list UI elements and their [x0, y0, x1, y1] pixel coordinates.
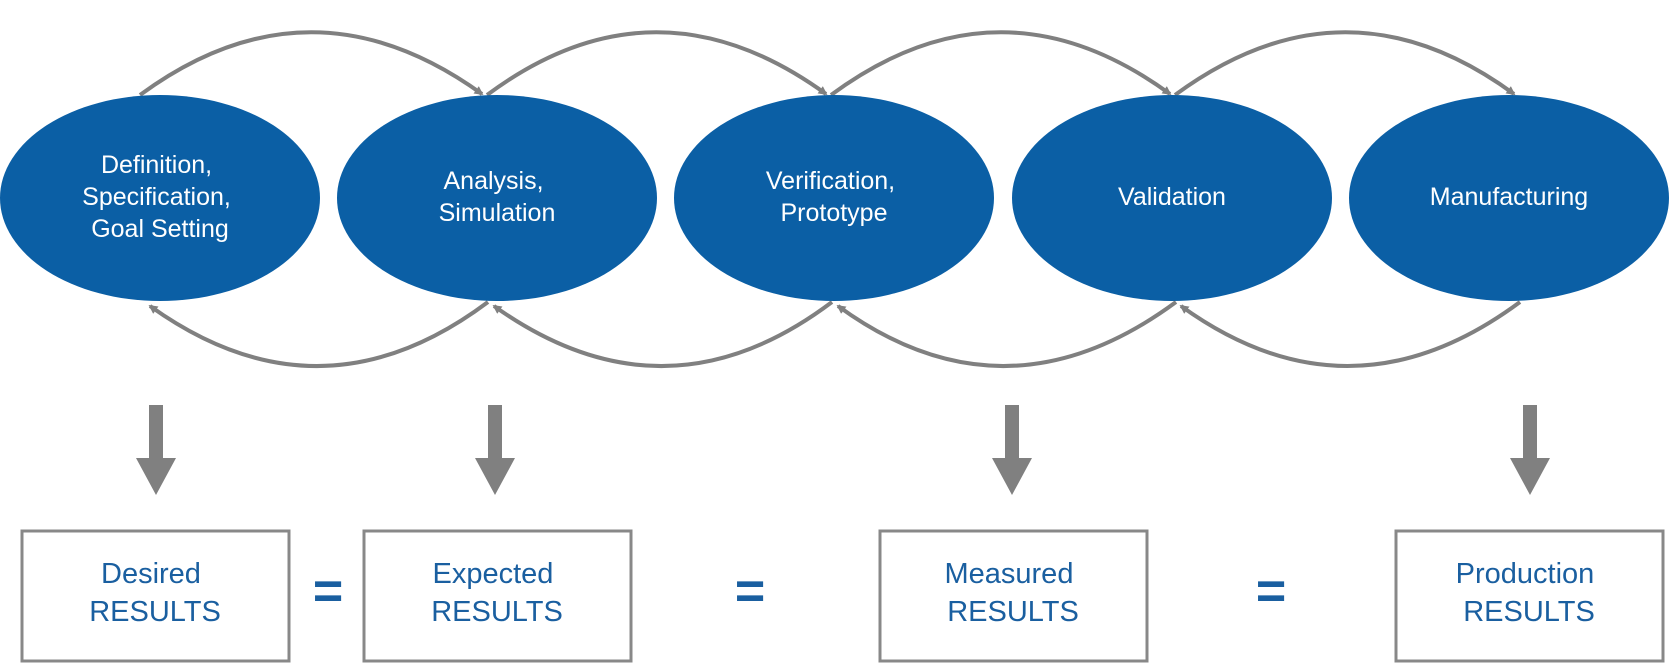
stage-4: Validation [1012, 95, 1332, 301]
down-arrows [136, 405, 1550, 495]
result-box-measured [878, 529, 1149, 663]
result-expected: Expected RESULTS [362, 529, 633, 663]
backward-arcs [148, 300, 1522, 368]
stage-3: Verification, Prototype [674, 95, 994, 301]
stage-2-line-2: Simulation [439, 199, 556, 227]
result-desired-line-1: Desired [101, 558, 201, 590]
equals-sign-1: = [313, 563, 343, 621]
backward-arc-4-3 [836, 300, 1178, 368]
result-measured: Measured RESULTS [878, 529, 1149, 663]
result-measured-line-2: RESULTS [947, 596, 1079, 628]
stage-2: Analysis, Simulation [337, 95, 657, 301]
stage-5-ellipse [1349, 95, 1669, 301]
forward-arc-4-5 [1173, 30, 1516, 97]
result-production-line-1: Production [1456, 558, 1595, 590]
stage-4-line-1: Validation [1118, 183, 1226, 211]
forward-arc-1-2 [138, 30, 484, 97]
result-label-expected: Expected RESULTS [431, 558, 563, 628]
result-measured-line-1: Measured [944, 558, 1073, 590]
stage-5-line-1: Manufacturing [1430, 183, 1588, 211]
stage-1: Definition, Specification, Goal Setting [0, 95, 320, 301]
stage-1-ellipse [0, 95, 320, 301]
stage-3-label: Verification, Prototype [766, 167, 902, 227]
result-box-production [1394, 529, 1665, 663]
equals-sign-2: = [735, 563, 765, 621]
stage-2-label: Analysis, Simulation [439, 167, 556, 227]
result-label-measured: Measured RESULTS [944, 558, 1081, 628]
stage-2-ellipse [337, 95, 657, 301]
down-arrow-2 [475, 405, 515, 495]
result-desired: Desired RESULTS [20, 529, 291, 663]
stage-3-line-2: Prototype [780, 199, 887, 227]
result-box-desired [20, 529, 291, 663]
down-arrow-1 [136, 405, 176, 495]
forward-arcs [138, 30, 1516, 97]
result-label-production: Production RESULTS [1456, 558, 1603, 628]
stage-3-line-1: Verification, [766, 167, 895, 195]
stage-1-line-2: Specification, [82, 183, 231, 211]
stage-1-line-3: Goal Setting [91, 215, 229, 243]
stage-3-ellipse [674, 95, 994, 301]
stage-1-line-1: Definition, [101, 151, 212, 179]
stage-4-ellipse [1012, 95, 1332, 301]
stage-4-label: Validation [1118, 183, 1226, 211]
result-desired-line-2: RESULTS [89, 596, 221, 628]
stage-2-line-1: Analysis, [444, 167, 544, 195]
result-expected-line-1: Expected [433, 558, 554, 590]
down-arrow-4 [1510, 405, 1550, 495]
stage-1-label: Definition, Specification, Goal Setting [82, 151, 238, 243]
backward-arc-3-2 [492, 300, 834, 368]
result-box-expected [362, 529, 633, 663]
down-arrow-3 [992, 405, 1032, 495]
backward-arc-2-1 [148, 300, 490, 368]
equals-sign-3: = [1256, 563, 1286, 621]
result-production: Production RESULTS [1394, 529, 1665, 663]
result-expected-line-2: RESULTS [431, 596, 563, 628]
forward-arc-3-4 [829, 30, 1172, 97]
backward-arc-5-4 [1179, 300, 1522, 368]
stage-5: Manufacturing [1349, 95, 1669, 301]
forward-arc-2-3 [485, 30, 828, 97]
stage-5-label: Manufacturing [1430, 183, 1588, 211]
result-label-desired: Desired RESULTS [89, 558, 221, 628]
result-production-line-2: RESULTS [1463, 596, 1595, 628]
